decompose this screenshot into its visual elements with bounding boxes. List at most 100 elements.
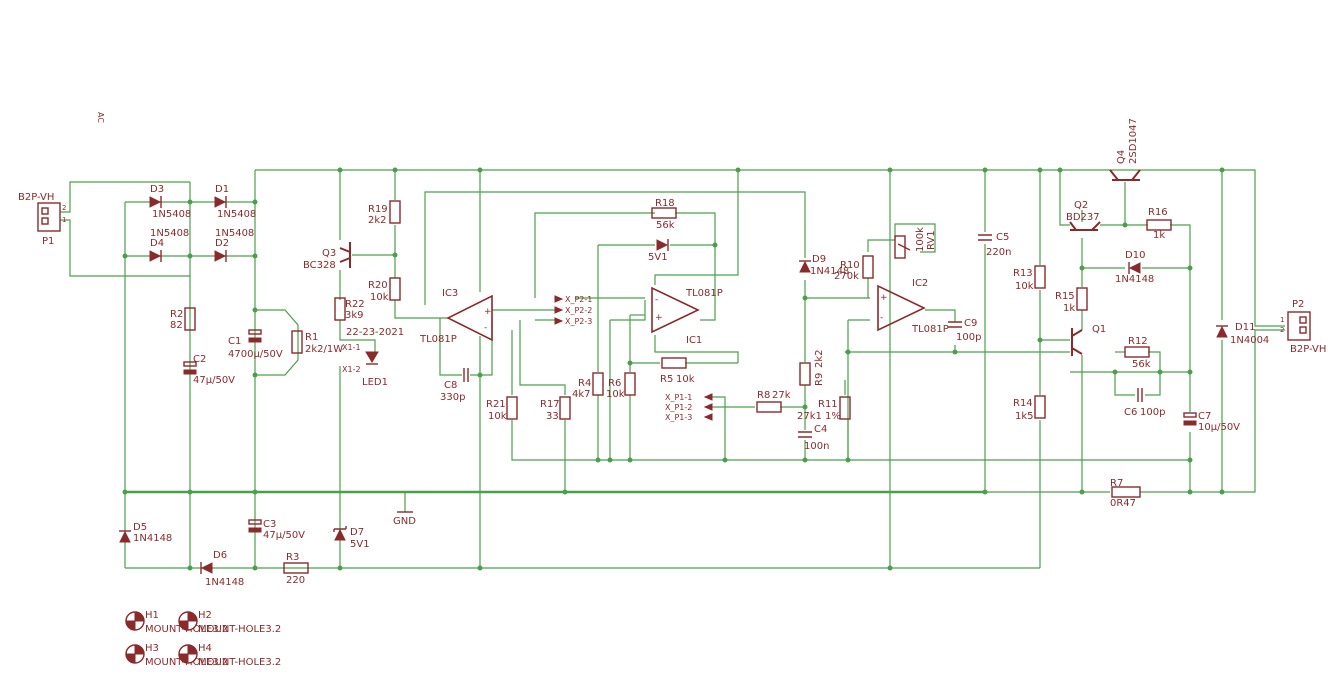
transistor-q4: Q4 2SD1047 xyxy=(1109,118,1141,181)
r1-ref: R1 xyxy=(305,332,318,343)
p1-pin-1: 1 xyxy=(62,216,66,224)
mount-hole-h2: H2 MOUNT-HOLE3.2 xyxy=(178,610,281,635)
opamp-ic2: + - IC2 TL081P xyxy=(877,278,949,335)
connector-p2: P2 B2P-VH 1 2 xyxy=(1280,299,1326,355)
r17-ref: R17 xyxy=(540,399,560,410)
c9-value: 100p xyxy=(956,332,981,343)
d10-value: 1N4148 xyxy=(1115,274,1154,285)
r11-value: 27k1 1% xyxy=(797,411,841,422)
r15-value: 1k xyxy=(1063,303,1075,314)
r10-ref: R10 xyxy=(840,260,860,271)
resistor-r7: R7 0R47 xyxy=(1110,478,1141,509)
r5-ref: R5 xyxy=(660,374,673,385)
r3-ref: R3 xyxy=(286,552,299,563)
r8-ref: R8 xyxy=(757,390,770,401)
r9-value: 2k2 xyxy=(814,349,825,368)
d2-ref: D2 xyxy=(215,238,229,249)
ic3-value: TL081P xyxy=(419,334,457,345)
diode-d4: 1N5408 D4 xyxy=(149,228,189,262)
led1-pin-1: X1-1 xyxy=(342,343,361,352)
p1-pin-2: 2 xyxy=(62,204,66,212)
p2-value: B2P-VH xyxy=(1290,344,1326,355)
p2-pin-1: 1 xyxy=(1280,316,1284,324)
capacitor-c6: C6 100p xyxy=(1124,388,1165,418)
connector-p1: B2P-VH P1 2 1 xyxy=(18,192,66,247)
resistor-r17: R17 33 xyxy=(540,396,571,422)
d9-ref: D9 xyxy=(812,254,826,265)
r19-ref: R19 xyxy=(368,204,388,215)
ac-label: AC xyxy=(96,112,105,123)
svg-text:-: - xyxy=(880,313,883,323)
r16-value: 1k xyxy=(1153,230,1165,241)
q2-value: BD237 xyxy=(1066,212,1100,223)
resistor-r21: R21 10k xyxy=(486,396,518,422)
r13-value: 10k xyxy=(1015,281,1034,292)
d11-value: 1N4004 xyxy=(1230,335,1269,346)
jumper-x-p1: X_P1-1 X_P1-2 X_P1-3 xyxy=(665,393,713,422)
capacitor-c7: C7 10µ/50V xyxy=(1183,411,1240,433)
ic1-ref: IC1 xyxy=(686,335,702,346)
p1-ref: P1 xyxy=(42,236,54,247)
r11-ref: R11 xyxy=(818,399,838,410)
q3-ref: Q3 xyxy=(322,248,336,259)
q1-ref: Q1 xyxy=(1092,324,1106,335)
capacitor-c9: C9 100p xyxy=(948,318,981,343)
r14-value: 1k5 xyxy=(1015,411,1034,422)
transistor-q1: Q1 xyxy=(1071,324,1106,356)
r17-value: 33 xyxy=(546,411,559,422)
r12-ref: R12 xyxy=(1128,336,1148,347)
resistor-r15: R15 1k xyxy=(1055,287,1088,314)
resistor-r22: R22 3k9 xyxy=(334,297,365,321)
r1-value: 2k2/1W xyxy=(305,344,343,355)
c8-ref: C8 xyxy=(444,380,457,391)
diode-d9: D9 1N4148 xyxy=(799,254,849,277)
diode-d1: D1 1N5408 xyxy=(214,184,256,220)
r12-value: 56k xyxy=(1132,359,1151,370)
diode-d11: D11 1N4004 xyxy=(1216,322,1269,346)
r21-ref: R21 xyxy=(486,399,506,410)
led1-ref: LED1 xyxy=(362,377,388,388)
resistor-r13: R13 10k xyxy=(1013,265,1046,292)
d1-ref: D1 xyxy=(215,184,229,195)
d11-ref: D11 xyxy=(1235,322,1255,333)
x-p2-3: X_P2-3 xyxy=(565,317,592,326)
c1-ref: C1 xyxy=(228,336,241,347)
p2-pin-2: 2 xyxy=(1280,326,1284,334)
r22-ref: R22 xyxy=(345,299,365,310)
d10-ref: D10 xyxy=(1125,250,1145,261)
c8-value: 330p xyxy=(440,392,465,403)
d4-value: 1N5408 xyxy=(150,228,189,239)
c9-ref: C9 xyxy=(964,318,977,329)
diode-d10: D10 1N4148 xyxy=(1115,250,1154,285)
resistor-r16: R16 1k xyxy=(1146,207,1172,241)
diode-d2: 1N5408 D2 xyxy=(214,228,254,262)
resistor-r19: R19 2k2 xyxy=(368,200,401,226)
q3-value: BC328 xyxy=(303,260,336,271)
resistor-r3: R3 220 xyxy=(283,552,309,586)
junctions xyxy=(122,167,1225,571)
capacitor-c5: C5 220n xyxy=(978,232,1011,258)
r10-value: 270k xyxy=(834,271,859,282)
d7-value: 5V1 xyxy=(350,539,370,550)
resistor-r20: R20 10k xyxy=(368,277,401,303)
resistor-r10: R10 270k xyxy=(834,255,874,282)
d3-value: 1N5408 xyxy=(152,209,191,220)
r5-value: 10k xyxy=(676,374,695,385)
x-p1-1: X_P1-1 xyxy=(665,393,692,402)
resistor-r18: R18 56k xyxy=(651,198,677,231)
x-p2-2: X_P2-2 xyxy=(565,306,592,315)
c6-ref: C6 xyxy=(1124,407,1137,418)
r7-value: 0R47 xyxy=(1110,498,1136,509)
d2-value: 1N5408 xyxy=(215,228,254,239)
r4-ref: R4 xyxy=(578,378,591,389)
resistor-r14: R14 1k5 xyxy=(1013,395,1046,422)
h1-ref: H1 xyxy=(145,610,159,621)
h4-value: MOUNT-HOLE3.2 xyxy=(198,657,281,668)
d6-value: 1N4148 xyxy=(205,577,244,588)
resistor-r8: R8 27k xyxy=(756,390,791,413)
ic3-ref: IC3 xyxy=(442,288,458,299)
r19-value: 2k2 xyxy=(368,215,387,226)
h2-ref: H2 xyxy=(198,610,212,621)
r6-value: 10k xyxy=(606,389,625,400)
